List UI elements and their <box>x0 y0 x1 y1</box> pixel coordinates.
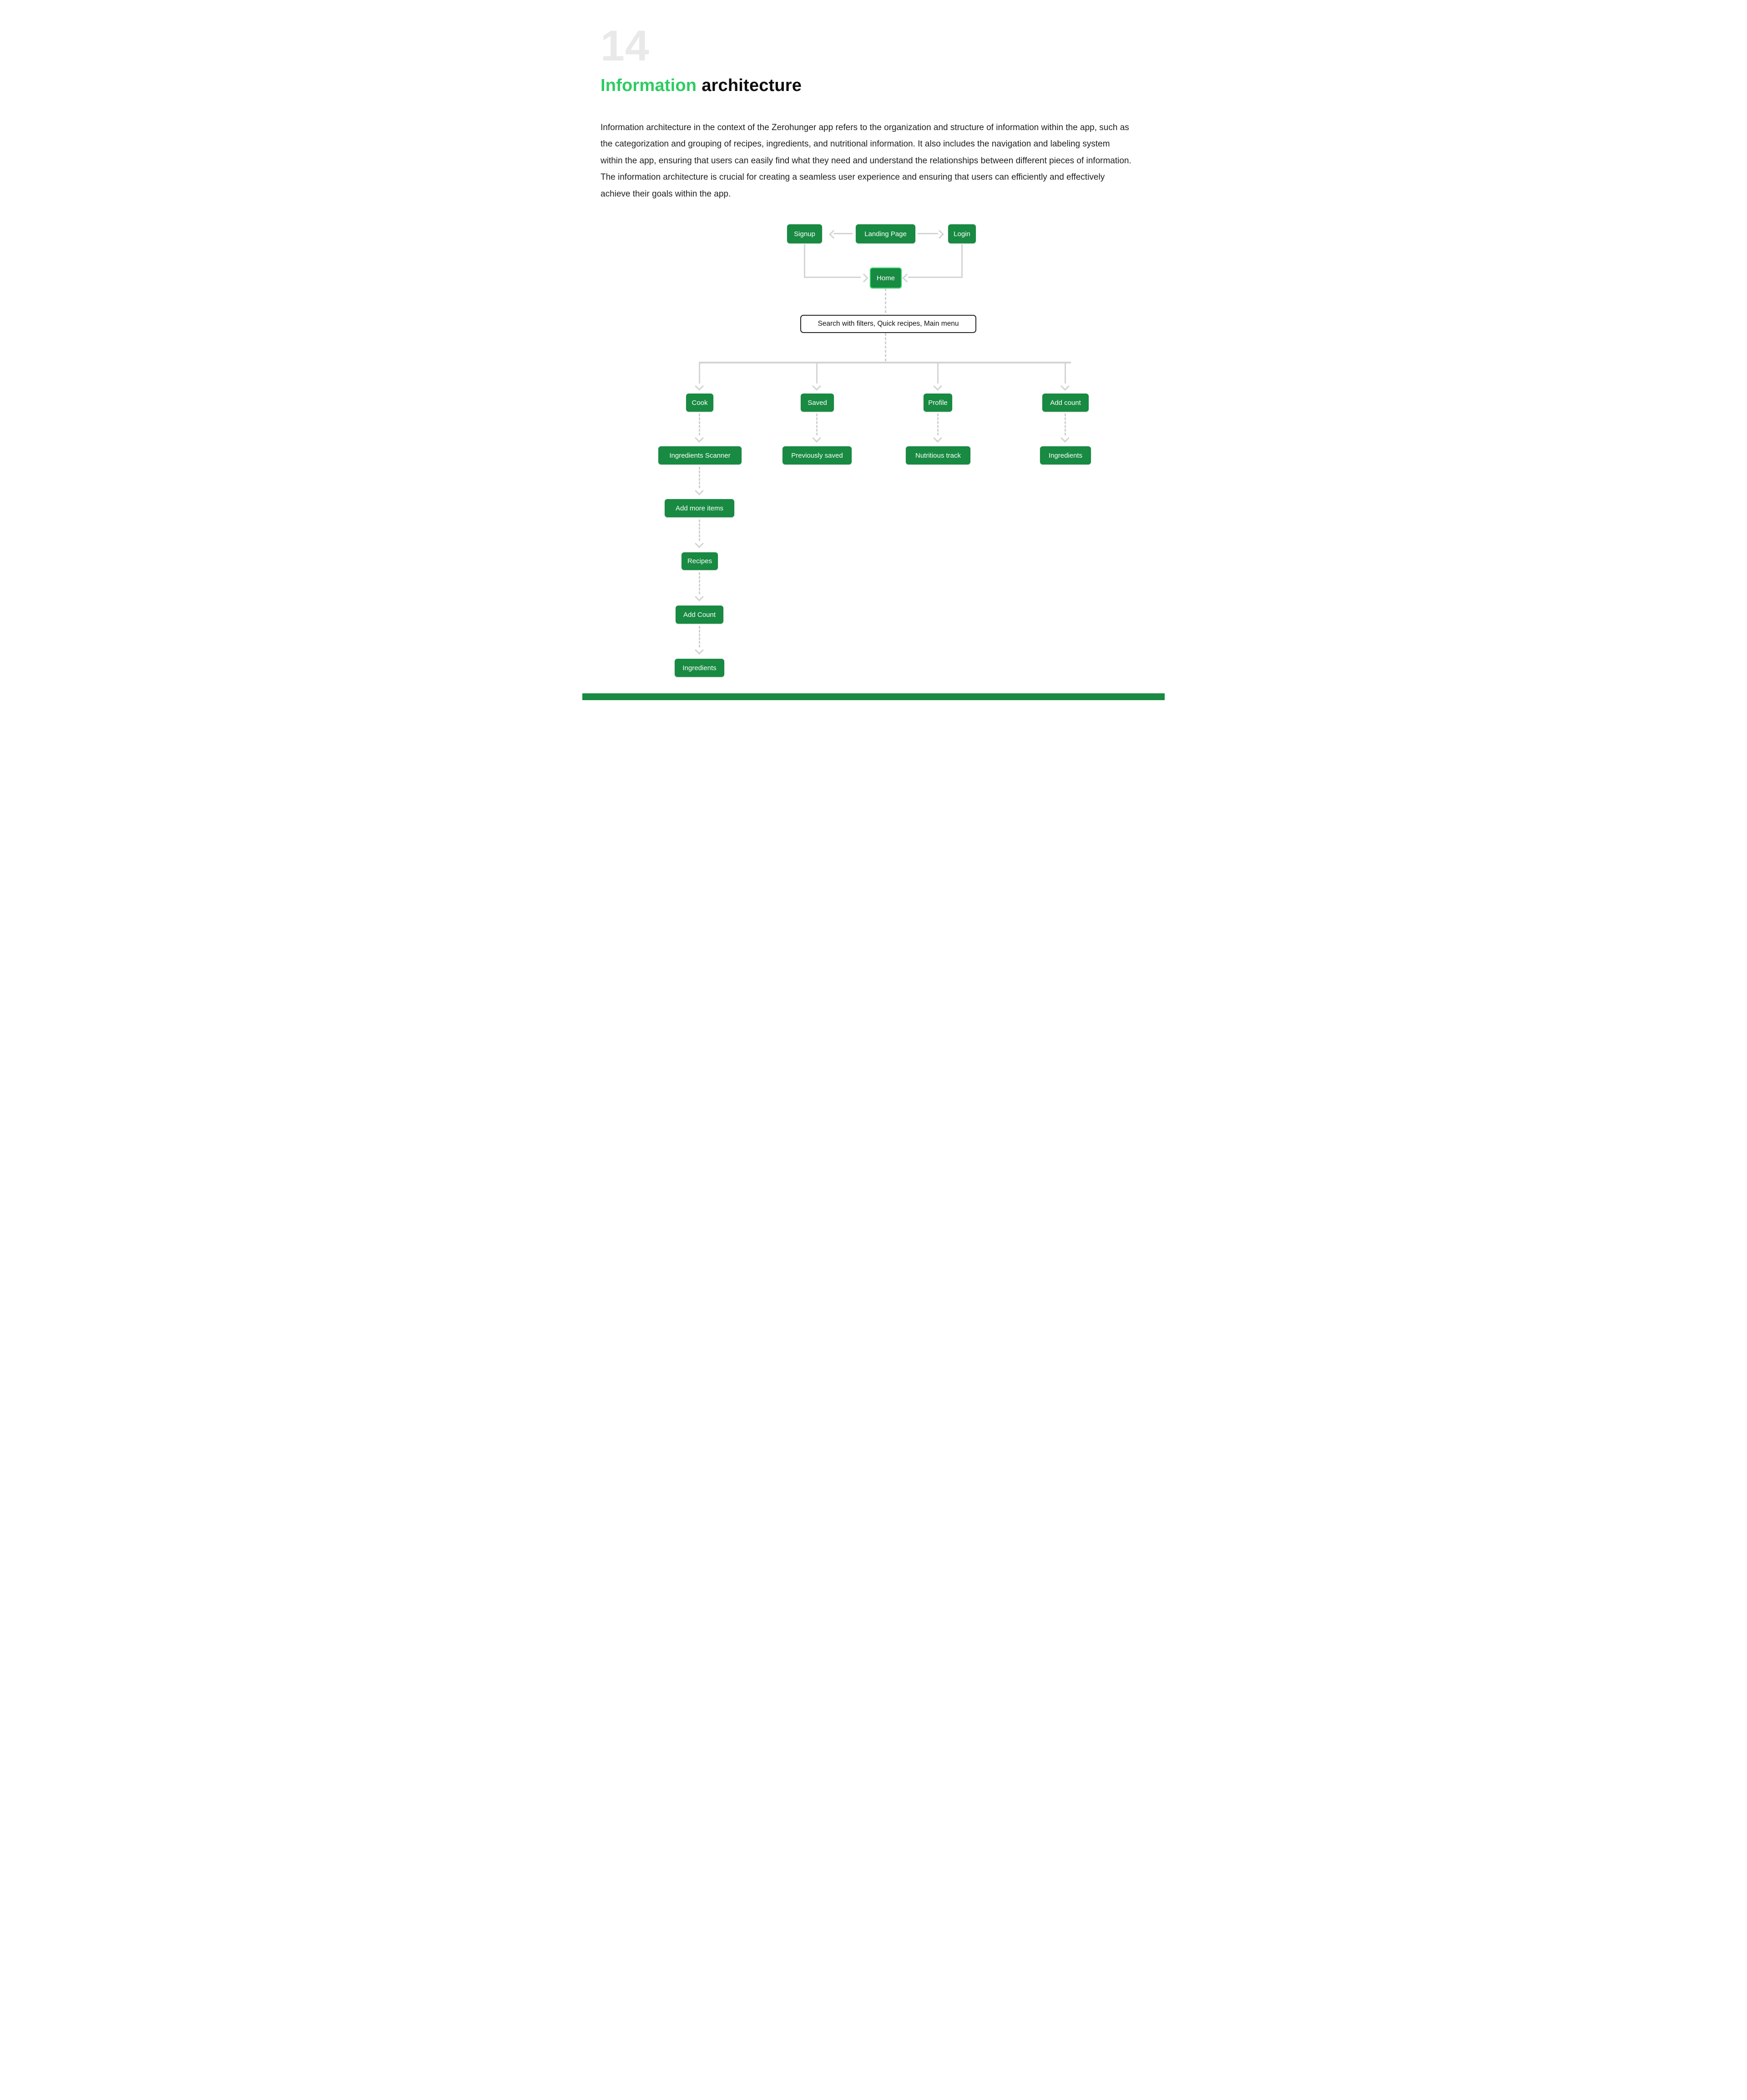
node-label: Add Count <box>683 611 716 619</box>
connector-branch-to-cook <box>699 363 700 384</box>
connector-recipes-to-add-count <box>699 572 700 594</box>
connector-signup-to-home <box>804 277 861 278</box>
arrowhead-down-icon <box>695 434 704 443</box>
arrowhead-down-icon <box>1060 382 1070 391</box>
connector-branch-to-saved <box>816 363 818 384</box>
node-label: Previously saved <box>791 451 843 459</box>
connector-login-to-home <box>908 277 963 278</box>
node-label: Profile <box>928 399 948 407</box>
node-recipes: Recipes <box>682 552 718 570</box>
node-label: Home <box>876 274 895 282</box>
node-signup: Signup <box>787 224 822 243</box>
node-label: Ingredients <box>1048 451 1083 459</box>
arrowhead-down-icon <box>933 434 942 443</box>
node-ingredients-scanner: Ingredients Scanner <box>658 446 742 464</box>
connector-landing-to-login <box>918 233 938 234</box>
footer-accent-bar <box>582 693 1165 700</box>
node-label: Cook <box>692 399 708 407</box>
connector-profile-to-nutritious-track <box>937 414 939 435</box>
connector-search-to-branch <box>885 333 886 361</box>
node-nutritious-track: Nutritious track <box>906 446 970 464</box>
node-saved: Saved <box>801 394 834 412</box>
node-label: Login <box>954 230 970 238</box>
arrowhead-down-icon <box>695 646 704 655</box>
node-label: Search with filters, Quick recipes, Main… <box>818 320 959 328</box>
node-label: Ingredients <box>682 664 717 672</box>
node-add-count-level2: Add Count <box>676 606 723 624</box>
node-add-count: Add count <box>1042 394 1089 412</box>
intro-paragraph: Information architecture in the context … <box>601 123 1131 199</box>
page-number: 14 <box>601 22 650 70</box>
arrowhead-down-icon <box>695 382 704 391</box>
arrowhead-left-icon <box>902 273 911 283</box>
node-label: Recipes <box>687 557 712 565</box>
arrowhead-right-icon <box>935 230 944 239</box>
arrowhead-left-icon <box>829 230 838 239</box>
node-home: Home <box>870 268 902 288</box>
connector-add-count-to-ingredients-bottom <box>699 626 700 647</box>
node-label: Nutritious track <box>915 451 961 459</box>
node-label: Add more items <box>675 504 724 512</box>
arrowhead-down-icon <box>695 592 704 601</box>
arrowhead-right-icon <box>859 273 868 283</box>
node-label: Landing Page <box>864 230 907 238</box>
connector-add-more-items-to-recipes <box>699 520 700 541</box>
arrowhead-down-icon <box>695 486 704 495</box>
node-previously-saved: Previously saved <box>783 446 852 464</box>
node-cook: Cook <box>686 394 713 412</box>
node-landing-page: Landing Page <box>856 224 915 243</box>
node-ingredients-right: Ingredients <box>1040 446 1091 464</box>
connector-cook-to-scanner <box>699 414 700 435</box>
node-ingredients-bottom: Ingredients <box>675 659 724 677</box>
node-add-more-items: Add more items <box>665 499 734 517</box>
connector-login-down <box>961 244 963 277</box>
node-label: Ingredients Scanner <box>669 451 731 459</box>
page-title-highlight: Information <box>601 76 697 96</box>
arrowhead-down-icon <box>812 434 821 443</box>
arrowhead-down-icon <box>812 382 821 391</box>
connector-add-count-to-ingredients <box>1065 414 1066 435</box>
node-profile: Profile <box>924 394 952 412</box>
node-search-quick-recipes-menu: Search with filters, Quick recipes, Main… <box>800 315 976 333</box>
branch-bar <box>699 362 1071 363</box>
node-login: Login <box>948 224 976 243</box>
connector-signup-down <box>804 244 805 277</box>
arrowhead-down-icon <box>1060 434 1070 443</box>
node-label: Signup <box>794 230 815 238</box>
connector-branch-to-profile <box>937 363 939 384</box>
arrowhead-down-icon <box>933 382 942 391</box>
connector-saved-to-previously-saved <box>816 414 818 435</box>
page-title-rest: architecture <box>702 76 802 96</box>
connector-branch-to-add-count <box>1065 363 1066 384</box>
connector-home-to-search <box>885 288 886 313</box>
arrowhead-down-icon <box>695 539 704 548</box>
connector-landing-to-signup <box>833 233 853 234</box>
node-label: Add count <box>1050 399 1081 407</box>
connector-scanner-to-add-more-items <box>699 467 700 488</box>
node-label: Saved <box>808 399 827 407</box>
